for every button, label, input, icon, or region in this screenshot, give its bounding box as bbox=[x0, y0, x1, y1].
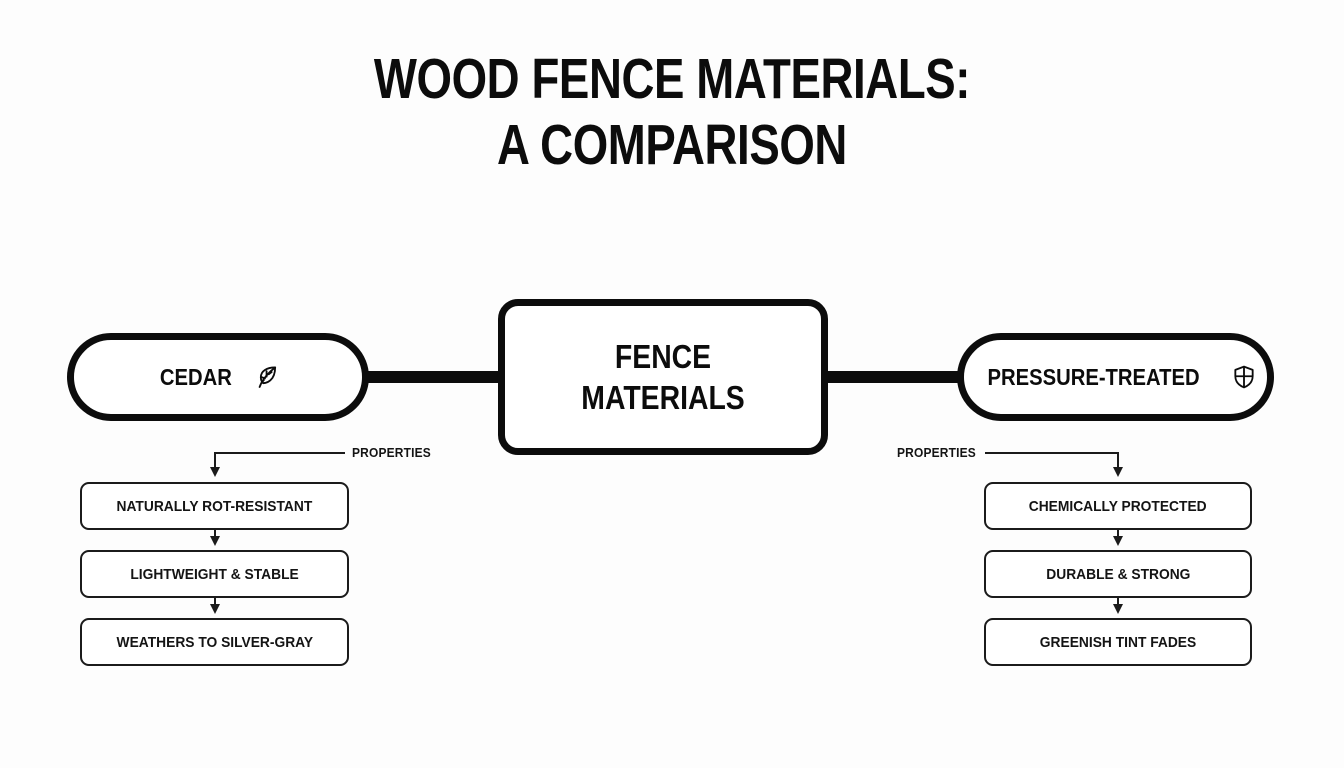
property-label: WEATHERS TO SILVER-GRAY bbox=[116, 633, 313, 651]
property-box[interactable]: NATURALLY ROT-RESISTANT bbox=[80, 482, 349, 530]
property-label: DURABLE & STRONG bbox=[1045, 565, 1191, 583]
property-label: LIGHTWEIGHT & STABLE bbox=[130, 565, 299, 583]
title-line-1: WOOD FENCE MATERIALS: bbox=[373, 47, 971, 111]
property-box[interactable]: GREENISH TINT FADES bbox=[984, 618, 1252, 666]
node-pressure-treated-label: PRESSURE-TREATED bbox=[987, 363, 1200, 390]
property-box[interactable]: WEATHERS TO SILVER-GRAY bbox=[80, 618, 349, 666]
shield-icon bbox=[1230, 363, 1258, 391]
node-fence-materials[interactable]: FENCE MATERIALS bbox=[498, 299, 828, 455]
left-branch-elbow bbox=[210, 452, 345, 477]
property-label: NATURALLY ROT-RESISTANT bbox=[116, 497, 313, 515]
node-fence-materials-label: FENCE MATERIALS bbox=[581, 338, 745, 416]
property-box[interactable]: DURABLE & STRONG bbox=[984, 550, 1252, 598]
node-pressure-treated[interactable]: PRESSURE-TREATED bbox=[957, 333, 1274, 421]
page-title: WOOD FENCE MATERIALS: A COMPARISON bbox=[0, 46, 1344, 178]
left-branch-label: PROPERTIES bbox=[352, 445, 431, 460]
property-label: CHEMICALLY PROTECTED bbox=[1029, 497, 1207, 515]
node-cedar[interactable]: CEDAR bbox=[67, 333, 369, 421]
property-box[interactable]: CHEMICALLY PROTECTED bbox=[984, 482, 1252, 530]
connector-center-to-pressure-treated bbox=[820, 371, 966, 383]
property-label: GREENISH TINT FADES bbox=[1039, 633, 1197, 651]
property-box[interactable]: LIGHTWEIGHT & STABLE bbox=[80, 550, 349, 598]
title-line-2: A COMPARISON bbox=[497, 113, 847, 177]
right-branch-elbow bbox=[985, 452, 1123, 477]
leaf-icon bbox=[253, 363, 281, 391]
connector-center-to-cedar bbox=[360, 371, 508, 383]
node-cedar-label: CEDAR bbox=[160, 363, 232, 390]
right-branch-label: PROPERTIES bbox=[897, 445, 976, 460]
